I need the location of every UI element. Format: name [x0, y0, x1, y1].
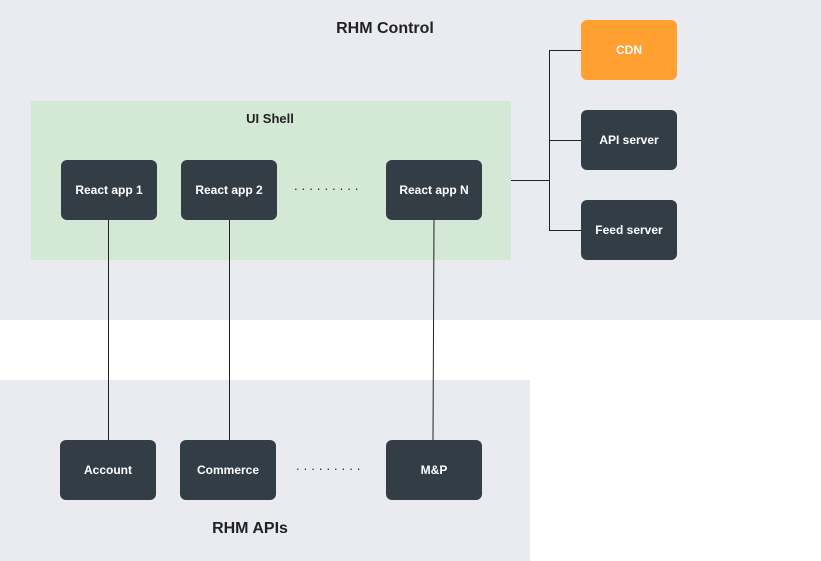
rhm-apis-title: RHM APIs	[212, 520, 288, 537]
mp-node: M&P	[386, 440, 482, 500]
feed-server-node: Feed server	[581, 200, 677, 260]
react-app-n-node: React app N	[386, 160, 482, 220]
react-app-2-node: React app 2	[181, 160, 277, 220]
ellipsis-dots-bottom: .........	[296, 458, 365, 473]
account-node: Account	[60, 440, 156, 500]
rhm-control-title: RHM Control	[336, 20, 434, 37]
react-app-1-node: React app 1	[61, 160, 157, 220]
commerce-node: Commerce	[180, 440, 276, 500]
api-server-node: API server	[581, 110, 677, 170]
ellipsis-dots-top: .........	[294, 178, 363, 193]
cdn-node: CDN	[581, 20, 677, 80]
ui-shell-title: UI Shell	[246, 111, 294, 126]
